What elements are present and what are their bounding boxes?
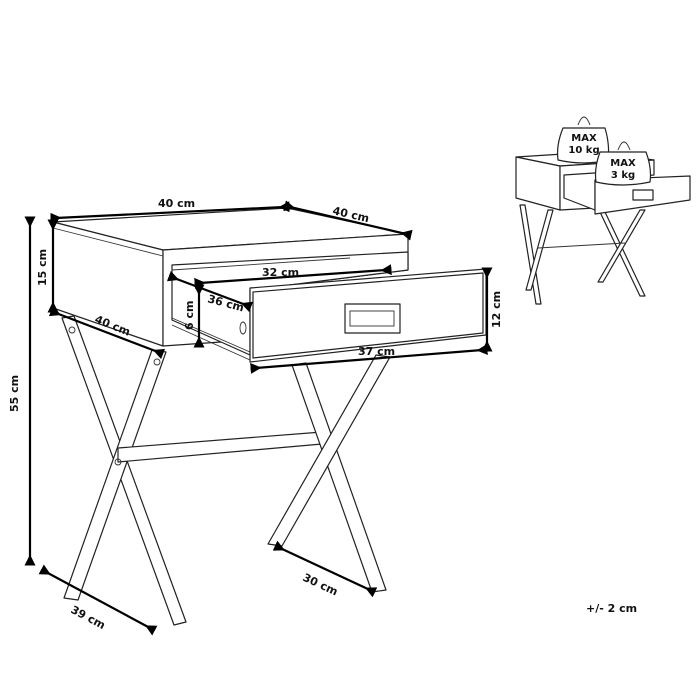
top-max-weight: 10 kg <box>568 145 599 156</box>
leg-depth-label: 39 cm <box>69 603 108 632</box>
box-height-label: 15 cm <box>36 249 49 286</box>
weight-3kg-icon: MAX 3 kg <box>594 141 652 186</box>
drawer-front-height-label: 12 cm <box>490 291 503 328</box>
left-x-legs <box>61 315 323 626</box>
top-max-label: MAX <box>571 133 597 144</box>
drawer <box>249 268 487 363</box>
weight-10kg-icon: MAX 10 kg <box>556 116 610 164</box>
drawer-inner-height-label: 6 cm <box>183 301 196 330</box>
drawer-max-weight: 3 kg <box>611 170 635 181</box>
leg-spread-label: 30 cm <box>301 571 340 598</box>
drawer-front-width-label: 37 cm <box>358 345 395 358</box>
drawer-max-label: MAX <box>610 158 636 169</box>
drawer-inner-width-label: 32 cm <box>262 266 299 279</box>
drawer-handle-icon <box>344 303 401 334</box>
load-limit-thumbnail: MAX 10 kg MAX 3 kg <box>515 116 691 305</box>
total-height-label: 55 cm <box>8 375 21 412</box>
width-top-label: 40 cm <box>158 197 195 210</box>
right-x-legs <box>267 354 391 593</box>
tolerance-note: +/- 2 cm <box>586 602 637 615</box>
